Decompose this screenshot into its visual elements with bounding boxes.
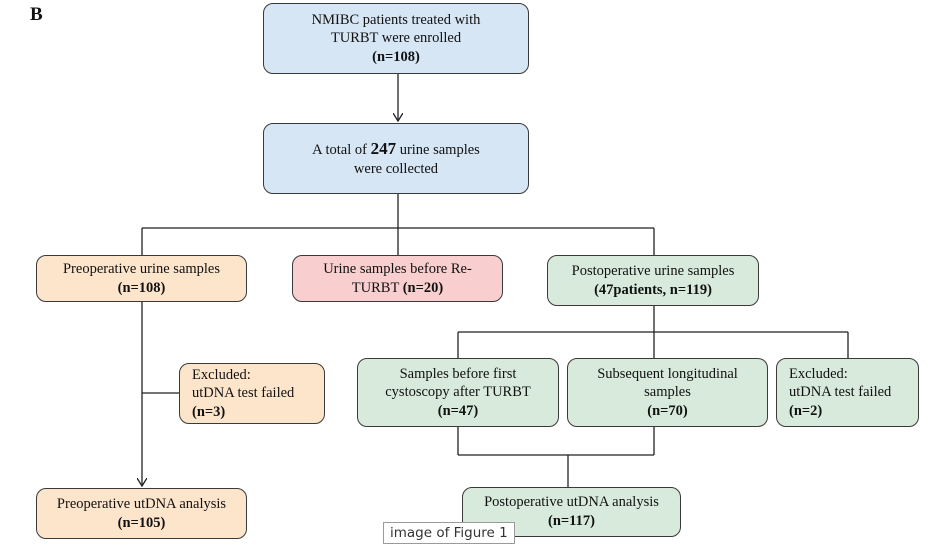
enrolled-box: NMIBC patients treated with TURBT were e… — [263, 3, 529, 74]
postoperative-count: (47patients, n=119) — [594, 281, 712, 298]
image-caption: image of Figure 1 — [383, 522, 515, 544]
excluded-pre-line2: utDNA test failed — [192, 385, 295, 402]
collected-line2: were collected — [353, 161, 439, 178]
longitudinal-count: (n=70) — [647, 402, 688, 419]
postoperative-box: Postoperative urine samples (47patients,… — [547, 255, 759, 306]
preoperative-line1: Preoperative urine samples — [62, 260, 221, 277]
panel-label: B — [30, 4, 43, 25]
collected-suffix: urine samples — [396, 142, 480, 159]
longitudinal-line1: Subsequent longitudinal — [597, 365, 738, 382]
before-returbt-line2: TURBT (n=20) — [352, 279, 443, 298]
excluded-post-line2: utDNA test failed — [789, 384, 892, 401]
longitudinal-line2: samples — [644, 384, 691, 401]
excluded-pre-box: Excluded: utDNA test failed (n=3) — [179, 363, 325, 424]
longitudinal-box: Subsequent longitudinal samples (n=70) — [567, 358, 768, 427]
enrolled-count: (n=108) — [372, 48, 420, 65]
pre-analysis-count: (n=105) — [117, 514, 166, 531]
preoperative-box: Preoperative urine samples (n=108) — [36, 255, 247, 302]
before-returbt-line1: Urine samples before Re- — [323, 260, 472, 277]
first-cystoscopy-count: (n=47) — [437, 402, 479, 419]
excluded-pre-line1: Excluded: — [192, 366, 251, 383]
excluded-post-box: Excluded: utDNA test failed (n=2) — [776, 358, 919, 427]
pre-analysis-box: Preoperative utDNA analysis (n=105) — [36, 488, 247, 539]
preoperative-count: (n=108) — [117, 279, 166, 296]
before-returbt-box: Urine samples before Re- TURBT (n=20) — [292, 255, 503, 302]
excluded-pre-count: (n=3) — [192, 403, 226, 420]
postoperative-line1: Postoperative urine samples — [571, 262, 735, 279]
collected-line1: A total of 247 urine samples — [312, 138, 480, 160]
first-cystoscopy-line1: Samples before first — [399, 365, 517, 382]
post-analysis-count: (n=117) — [548, 513, 595, 529]
excluded-post-count: (n=2) — [789, 402, 823, 419]
collected-prefix: A total of — [312, 142, 371, 159]
before-returbt-line2-text: TURBT — [351, 279, 403, 296]
post-analysis-box: Postoperative utDNA analysis (n=117) — [462, 487, 681, 537]
pre-analysis-line1: Preoperative utDNA analysis — [56, 495, 227, 512]
enrolled-line2: TURBT were enrolled — [330, 30, 462, 47]
enrolled-line1: NMIBC patients treated with — [311, 11, 481, 28]
before-returbt-count: (n=20) — [402, 279, 444, 296]
collected-box: A total of 247 urine samples were collec… — [263, 123, 529, 194]
first-cystoscopy-line2: cystoscopy after TURBT — [385, 384, 531, 401]
post-analysis-line1: Postoperative utDNA analysis — [484, 494, 659, 511]
excluded-post-line1: Excluded: — [789, 365, 848, 382]
collected-number: 247 — [370, 139, 397, 159]
first-cystoscopy-box: Samples before first cystoscopy after TU… — [357, 358, 559, 427]
